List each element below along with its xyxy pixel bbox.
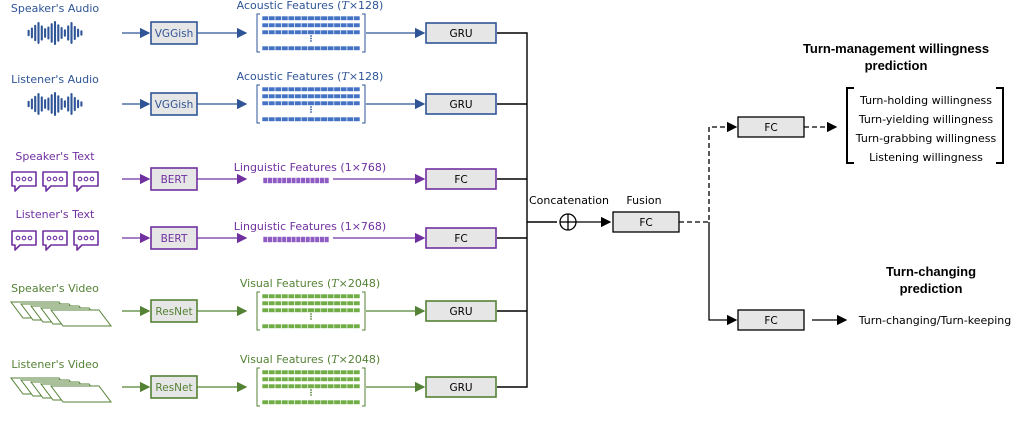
head-box: GRU (425, 300, 497, 322)
changing-output-text: Turn-changing/Turn-keeping (858, 314, 1012, 327)
willingness-fc-box: FC (737, 116, 805, 138)
concatenation-label: Concatenation (529, 194, 609, 207)
chat-bubbles-icon (11, 171, 99, 192)
input-label: Listener's Text (16, 208, 95, 221)
waveform-icon (27, 20, 83, 46)
svg-text:FC: FC (764, 122, 777, 134)
head-box: GRU (425, 376, 497, 398)
head-box: GRU (425, 22, 497, 44)
feature-label: Acoustic Features (T×128) (237, 0, 384, 12)
svg-text:GRU: GRU (449, 99, 472, 111)
waveform-icon (27, 91, 83, 117)
input-label: Speaker's Text (15, 150, 95, 163)
head-box: GRU (425, 93, 497, 115)
fusion-label: Fusion (626, 194, 661, 207)
willingness-output-item: Listening willingness (869, 151, 983, 164)
encoder-box: ResNet (150, 375, 198, 399)
feature-matrix (262, 177, 330, 184)
feature-label: Acoustic Features (T×128) (237, 70, 384, 83)
willingness-output-item: Turn-grabbing willingness (855, 132, 997, 145)
svg-text:ResNet: ResNet (155, 306, 192, 318)
input-label: Listener's Video (11, 358, 99, 371)
output-right-bracket (996, 87, 1004, 164)
head-box: FC (425, 227, 497, 249)
feature-matrix (256, 13, 366, 53)
changing-branch-arrow (708, 222, 738, 326)
willingness-branch-arrow (679, 121, 738, 223)
changing-title: Turn-changing (886, 264, 976, 279)
output-left-bracket (846, 87, 854, 164)
willingness-title: Turn-management willingness (803, 41, 989, 56)
encoder-box: BERT (150, 167, 198, 191)
svg-text:FC: FC (454, 174, 467, 186)
encoder-box: ResNet (150, 299, 198, 323)
video-frames-icon (10, 377, 112, 403)
svg-text:VGGish: VGGish (155, 28, 194, 40)
svg-text:GRU: GRU (449, 28, 472, 40)
encoder-box: VGGish (150, 21, 198, 45)
video-frames-icon (10, 301, 112, 327)
merge-bus (497, 32, 557, 388)
svg-text:GRU: GRU (449, 382, 472, 394)
feature-label: Visual Features (T×2048) (240, 353, 380, 366)
input-label: Listener's Audio (11, 73, 99, 86)
svg-text:GRU: GRU (449, 306, 472, 318)
svg-text:BERT: BERT (161, 233, 188, 245)
svg-text:ResNet: ResNet (155, 382, 192, 394)
fusion-fc-box: FC (612, 211, 680, 233)
feature-label: Linguistic Features (1×768) (234, 220, 386, 233)
head-box: FC (425, 168, 497, 190)
changing-fc-box: FC (737, 309, 805, 331)
feature-matrix (256, 291, 366, 331)
svg-text:VGGish: VGGish (155, 99, 194, 111)
feature-matrix (262, 236, 330, 243)
input-label: Speaker's Video (11, 282, 99, 295)
svg-text:FC: FC (764, 315, 777, 327)
svg-text:FC: FC (639, 217, 652, 229)
willingness-output-item: Turn-holding willingness (859, 94, 992, 107)
feature-matrix (256, 367, 366, 407)
input-label: Speaker's Audio (11, 2, 100, 15)
chat-bubbles-icon (11, 230, 99, 251)
feature-label: Visual Features (T×2048) (240, 277, 380, 290)
encoder-box: VGGish (150, 92, 198, 116)
willingness-title-line2: prediction (865, 58, 928, 73)
encoder-box: BERT (150, 226, 198, 250)
willingness-output-item: Turn-yielding willingness (858, 113, 994, 126)
svg-text:BERT: BERT (161, 174, 188, 186)
changing-title-line2: prediction (900, 281, 963, 296)
feature-label: Linguistic Features (1×768) (234, 161, 386, 174)
svg-text:FC: FC (454, 233, 467, 245)
feature-matrix (256, 84, 366, 124)
concat-circle-plus-icon (559, 213, 577, 231)
